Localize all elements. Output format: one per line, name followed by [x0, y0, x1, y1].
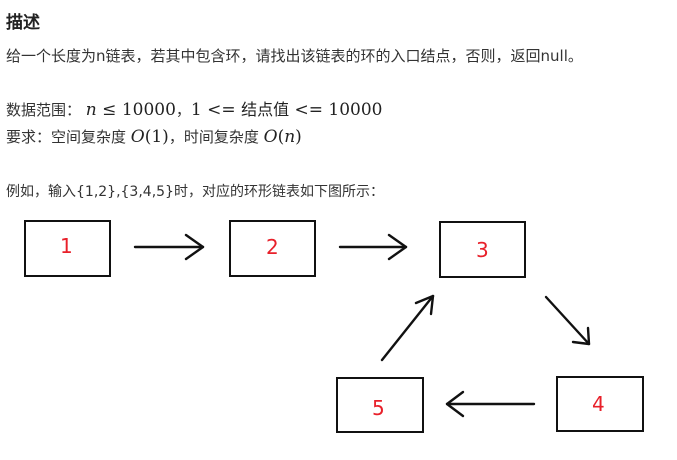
math-op-1: <=	[207, 100, 236, 120]
list-node-3: 3	[439, 221, 526, 278]
math-leq: ≤	[102, 100, 117, 120]
math-max-n: 10000	[121, 100, 176, 120]
math-max-val: 10000	[328, 100, 383, 120]
math-min-val: 1	[190, 100, 202, 120]
time-complexity: O(n)	[263, 127, 302, 147]
list-node-1: 1	[24, 220, 111, 277]
space-complexity: O(1)	[130, 127, 169, 147]
arrow-1-to-2	[133, 233, 205, 261]
data-range: 数据范围： n ≤ 10000，1 <= 结点值 <= 10000	[6, 100, 382, 120]
math-op-2: <=	[294, 100, 323, 120]
node-label-5: 5	[372, 396, 385, 420]
math-var-n: n	[85, 100, 97, 120]
data-range-math: n ≤ 10000	[86, 100, 176, 120]
complexity-requirement: 要求：空间复杂度 O(1)，时间复杂度 O(n)	[6, 127, 302, 147]
page-title: 描述	[6, 13, 40, 33]
list-node-5: 5	[336, 377, 424, 433]
list-node-4: 4	[556, 376, 644, 432]
requirement-label: 要求：空间复杂度	[6, 128, 127, 146]
requirement-sep: ，时间复杂度	[168, 128, 259, 146]
value-range-math: 1 <= 结点值 <= 10000	[191, 100, 383, 120]
data-range-label: 数据范围：	[6, 101, 82, 119]
arrow-3-to-4	[544, 295, 591, 346]
arrow-4-to-5	[445, 390, 536, 418]
math-node-value: 结点值	[241, 100, 290, 119]
node-label-4: 4	[592, 392, 605, 416]
data-range-sep: ，	[175, 101, 191, 119]
arrow-2-to-3	[338, 233, 408, 261]
arrow-5-to-3	[380, 294, 435, 362]
node-label-2: 2	[266, 235, 279, 259]
node-label-1: 1	[60, 234, 73, 258]
node-label-3: 3	[476, 238, 489, 262]
list-node-2: 2	[229, 220, 316, 277]
problem-description: 给一个长度为n链表，若其中包含环，请找出该链表的环的入口结点，否则，返回null…	[6, 47, 583, 65]
example-text: 例如，输入{1,2},{3,4,5}时，对应的环形链表如下图所示：	[6, 184, 384, 200]
